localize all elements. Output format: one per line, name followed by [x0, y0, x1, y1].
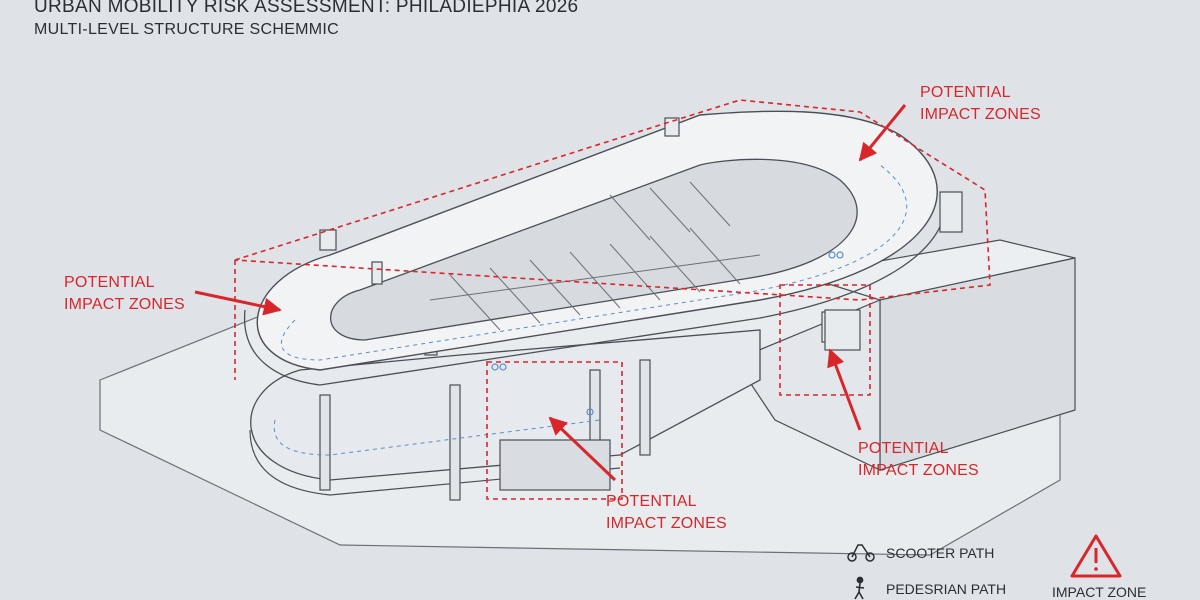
- callout-bottom-right: POTENTIAL IMPACT ZONES: [858, 438, 979, 482]
- page-subtitle: MULTI-LEVEL STRUCTURE SCHEMMIC: [34, 21, 340, 38]
- callout-line2: IMPACT ZONES: [920, 106, 1041, 123]
- callout-arrows: [194, 104, 907, 482]
- upper-deck-side: [244, 204, 946, 386]
- callout-bottom-center: POTENTIAL IMPACT ZONES: [606, 491, 727, 535]
- legend-pedestrian-label: PEDESRIAN PATH: [886, 581, 1007, 597]
- scooter-icon: [847, 544, 875, 562]
- legend-scooter-label: SCOOTER PATH: [886, 545, 995, 561]
- elevator-core: [824, 309, 861, 351]
- callout-line1: POTENTIAL: [858, 440, 949, 457]
- callout-line2: IMPACT ZONES: [64, 296, 185, 313]
- callout-line2: IMPACT ZONES: [606, 515, 727, 532]
- callout-arrow-4: [548, 416, 617, 482]
- callout-line1: POTENTIAL: [920, 84, 1011, 101]
- callout-arrow-2: [194, 290, 282, 316]
- callout-line1: POTENTIAL: [606, 493, 697, 510]
- callout-left: POTENTIAL IMPACT ZONES: [64, 272, 185, 316]
- legend-impact-label: IMPACT ZONE: [1052, 584, 1147, 600]
- callout-top-right: POTENTIAL IMPACT ZONES: [920, 82, 1041, 126]
- parking-bays: [429, 181, 761, 331]
- scooter-markers: [491, 251, 844, 416]
- ramp-entry: [499, 439, 611, 491]
- callout-arrow-1: [858, 104, 907, 162]
- callout-arrow-3: [827, 348, 862, 431]
- warning-triangle-icon: [1070, 534, 1122, 578]
- lower-deck-edge: [249, 429, 621, 496]
- scooter-path-lines: [273, 164, 908, 456]
- impact-zone-outlines: [234, 99, 991, 500]
- pedestrian-icon: [854, 576, 865, 600]
- callout-line1: POTENTIAL: [64, 274, 155, 291]
- upper-deck-void: [329, 158, 858, 341]
- callout-line2: IMPACT ZONES: [858, 462, 979, 479]
- page-title: URBAN MOBILITY RISK ASSESSMENT: PHILADIE…: [34, 0, 579, 17]
